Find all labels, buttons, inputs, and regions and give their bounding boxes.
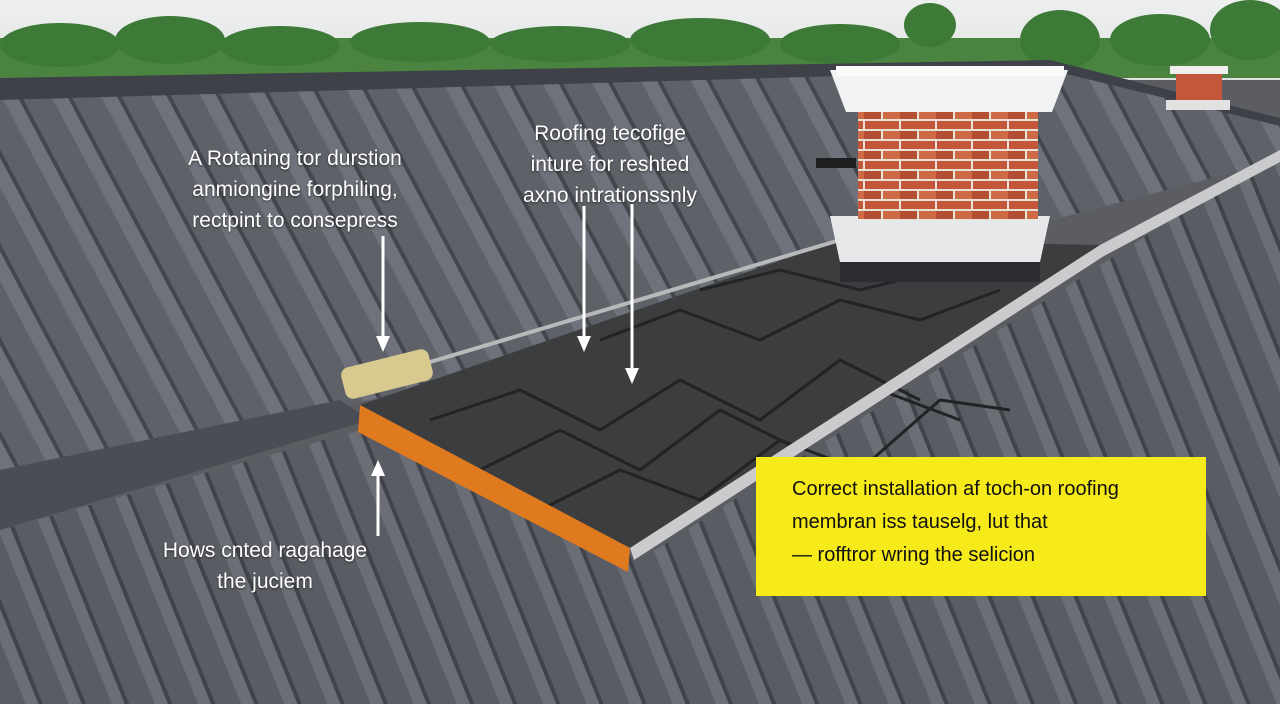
ridge-flashing <box>0 400 370 530</box>
annotation-line: Roofing tecofige <box>534 122 686 145</box>
callout-line: — rofftror wring the selicion <box>792 544 1036 566</box>
roof-top-edge <box>0 60 1280 126</box>
chimney <box>816 66 1068 282</box>
drip-edge-flashing <box>630 150 1280 560</box>
annotation-top-center: Roofing tecofige inture for reshted axno… <box>505 118 715 211</box>
annotation-line: the juciem <box>217 570 313 593</box>
callout-line: Correct installation af toch-on roofing <box>792 478 1119 500</box>
distant-chimney <box>1166 66 1230 110</box>
annotation-bottom-left: Hows cnted ragahage the juciem <box>140 535 390 597</box>
annotation-arrows <box>371 204 639 536</box>
torch-on-membrane <box>360 240 1100 548</box>
callout-line: membran iss tauselg, lut that <box>792 511 1048 533</box>
annotation-line: A Rotaning tor durstion <box>188 147 402 170</box>
annotation-line: anmiongine forphiling, <box>192 178 398 201</box>
sealant-roll <box>341 349 433 399</box>
annotation-top-left: A Rotaning tor durstion anmiongine forph… <box>150 143 440 236</box>
insulation-edge <box>358 405 630 572</box>
annotation-line: inture for reshted <box>530 153 690 176</box>
pipe <box>429 238 841 364</box>
tree-line <box>0 0 1280 78</box>
callout-box: Correct installation af toch-on roofing … <box>756 457 1206 596</box>
annotation-line: rectpint to consepress <box>192 209 398 232</box>
annotation-line: Hows cnted ragahage <box>162 539 368 562</box>
annotation-line: axno intrationssnly <box>523 184 697 207</box>
